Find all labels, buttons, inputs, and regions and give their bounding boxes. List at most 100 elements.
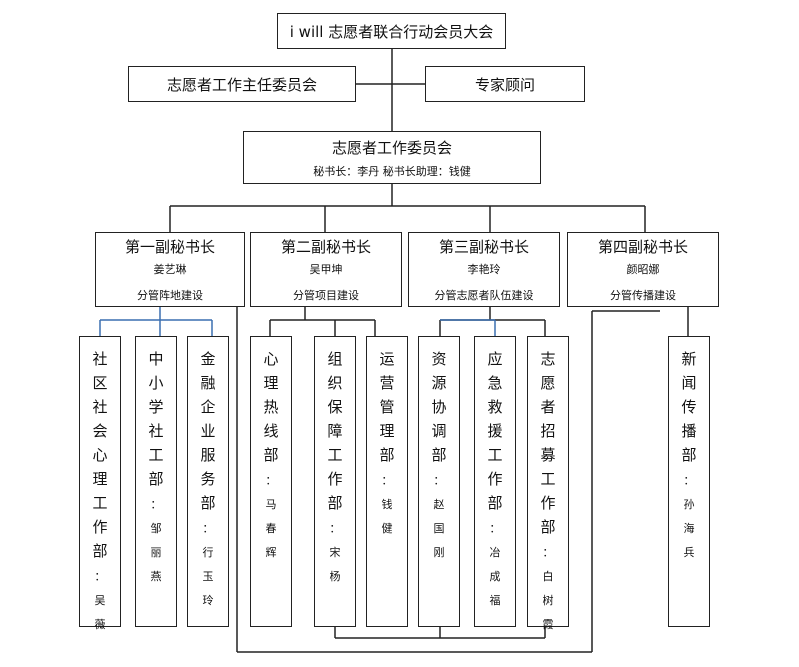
dept-char: 服 [200,446,216,464]
dept-char: 吴 [94,594,106,607]
deputy-box-3: 第三副秘书长 李艳玲 分管志愿者队伍建设 [408,232,560,307]
dept-char: 冶 [489,546,501,559]
dept-char: ： [202,522,214,535]
dept-char: 部 [379,446,395,464]
dept-box-6: 运营管理部 ：钱健 [366,336,408,627]
dept-char: 玉 [202,570,214,583]
dept-char: 国 [433,522,445,535]
dept-char: 成 [489,570,501,583]
dept-char: ： [150,498,162,511]
dept-person: ：马春辉 [266,469,277,565]
dept-char: 障 [327,422,343,440]
dept-char: 部 [263,446,279,464]
dept-box-7: 资源协调部 ：赵国刚 [418,336,460,627]
dept-char: 工 [487,446,503,464]
dept-char: 救 [487,398,503,416]
dept-char: 福 [489,594,501,607]
dept-char: 区 [92,374,108,392]
dept-title: 心理热线部 [263,347,278,467]
dept-char: ： [329,522,341,535]
dept-char: 保 [327,398,343,416]
dept-char: 务 [200,470,216,488]
dept-person: ：白树霞 [543,541,554,637]
dept-char: ： [683,474,695,487]
dept-char: 薇 [94,618,106,631]
dept-char: 孙 [683,498,695,511]
dept-char: 社 [92,350,108,368]
dept-char: 招 [540,422,556,440]
dept-title: 中小学社工部 [148,347,163,491]
dept-char: 传 [681,398,697,416]
dept-char: 企 [200,398,216,416]
dept-char: 新 [681,350,697,368]
work-committee-box: 志愿者工作委员会 秘书长：李丹 秘书长助理：钱健 [243,131,541,184]
dept-person: ：钱健 [382,469,393,541]
dept-char: 闻 [681,374,697,392]
dept-char: 工 [148,446,164,464]
dept-char: 者 [540,398,556,416]
dept-char: 宋 [329,546,341,559]
dept-char: 春 [265,522,277,535]
deputy-box-2: 第二副秘书长 吴甲坤 分管项目建设 [250,232,402,307]
dept-char: 金 [200,350,216,368]
dept-char: 兵 [683,546,695,559]
dept-char: 热 [263,398,279,416]
deputy-box-1: 第一副秘书长 姜艺琳 分管阵地建设 [95,232,245,307]
dept-char: 理 [379,422,395,440]
deputy-box-4: 第四副秘书长 颜昭娜 分管传播建设 [567,232,719,307]
dept-char: 邹 [150,522,162,535]
dept-char: 树 [542,594,554,607]
dept-char: ： [94,570,106,583]
dept-box-10: 新闻传播部 ：孙海兵 [668,336,710,627]
dept-char: 工 [540,470,556,488]
dept-char: 马 [265,498,277,511]
dept-char: 调 [431,422,447,440]
dept-person: ：行玉玲 [203,517,214,613]
dept-char: 资 [431,350,447,368]
dept-char: 行 [202,546,214,559]
dept-title: 运营管理部 [379,347,394,467]
dept-char: 愿 [540,374,556,392]
dept-person: ：邹丽燕 [151,493,162,589]
dept-box-8: 应急救援工作部 ：冶成福 [474,336,516,627]
dept-char: 作 [92,518,108,536]
dept-box-5: 组织保障工作部 ：宋杨 [314,336,356,627]
dept-char: ： [542,546,554,559]
dept-char: 急 [487,374,503,392]
dept-char: 协 [431,398,447,416]
dept-title: 金融企业服务部 [200,347,215,515]
dept-char: 志 [540,350,556,368]
dept-char: 线 [263,422,279,440]
dept-char: ： [265,474,277,487]
dept-char: ： [489,522,501,535]
dept-char: 部 [200,494,216,512]
dept-title: 资源协调部 [431,347,446,467]
dept-title: 志愿者招募工作部 [540,347,555,539]
dept-char: 援 [487,422,503,440]
advisor-box: 专家顾问 [425,66,585,102]
dept-char: 部 [327,494,343,512]
dept-char: 学 [148,398,164,416]
dept-char: 钱 [381,498,393,511]
dept-char: 业 [200,422,216,440]
dept-person: ：孙海兵 [684,469,695,565]
dept-char: 中 [148,350,164,368]
dept-char: 社 [148,422,164,440]
dept-char: 心 [92,446,108,464]
dept-char: 小 [148,374,164,392]
dept-char: 社 [92,398,108,416]
dept-char: 丽 [150,546,162,559]
dept-char: 工 [327,446,343,464]
dept-person: ： 冶成福 [490,517,501,613]
dept-box-2: 中小学社工部 ：邹丽燕 [135,336,177,627]
dept-char: 白 [542,570,554,583]
assembly-box: i will 志愿者联合行动会员大会 [277,13,506,49]
dept-char: 应 [487,350,503,368]
dept-char: 管 [379,398,395,416]
dept-char: 理 [263,374,279,392]
dept-box-3: 金融企业服务部 ：行玉玲 [187,336,229,627]
dept-person: ：宋杨 [330,517,341,589]
dept-box-1: 社区社会心理工作部 ：吴薇 [79,336,121,631]
dept-char: 心 [263,350,279,368]
dept-char: 部 [431,446,447,464]
